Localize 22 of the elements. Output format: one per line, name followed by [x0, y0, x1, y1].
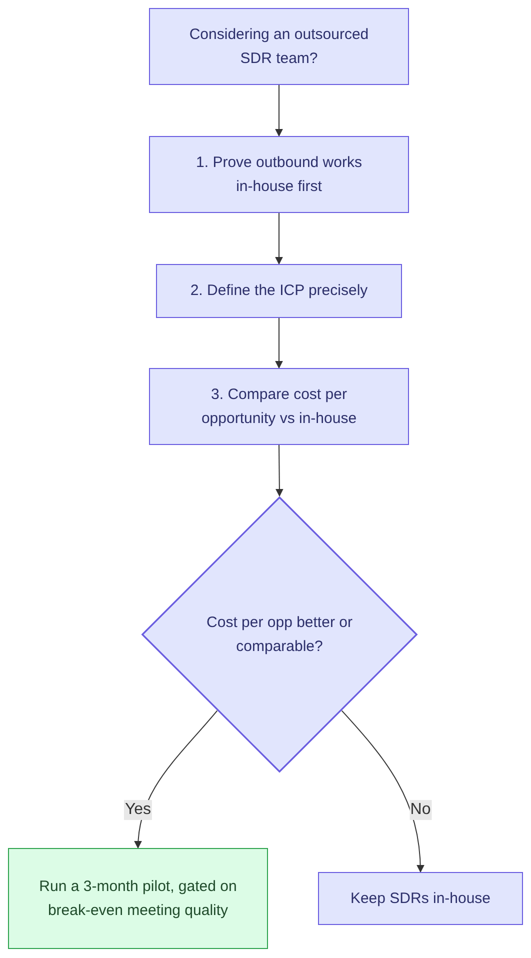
process-box — [156, 264, 402, 318]
node-text: 1. Prove outbound works in-house first — [195, 152, 363, 196]
arrow — [275, 318, 283, 369]
node-text: 3. Compare cost per opportunity vs in-house — [200, 384, 358, 428]
node-text: Cost per opp better or comparable? — [206, 612, 354, 656]
edge-label: Yes — [124, 800, 152, 820]
node-text: 2. Define the ICP precisely — [190, 281, 368, 301]
node-text: Keep SDRs in-house — [350, 888, 491, 908]
decision-diamond — [141, 496, 418, 773]
arrow — [275, 212, 283, 265]
process-box — [8, 848, 268, 949]
node-text: Considering an outsourced SDR team? — [188, 24, 370, 68]
process-box — [149, 136, 409, 213]
arrow — [134, 710, 218, 849]
arrow — [341, 710, 424, 873]
process-box — [318, 872, 523, 925]
process-box — [149, 368, 409, 445]
edge-label: No — [409, 800, 432, 820]
node-text: Run a 3-month pilot, gated on break-even meeting quality — [38, 876, 238, 920]
arrow — [275, 84, 283, 137]
arrow — [275, 444, 284, 497]
process-box — [149, 8, 409, 85]
